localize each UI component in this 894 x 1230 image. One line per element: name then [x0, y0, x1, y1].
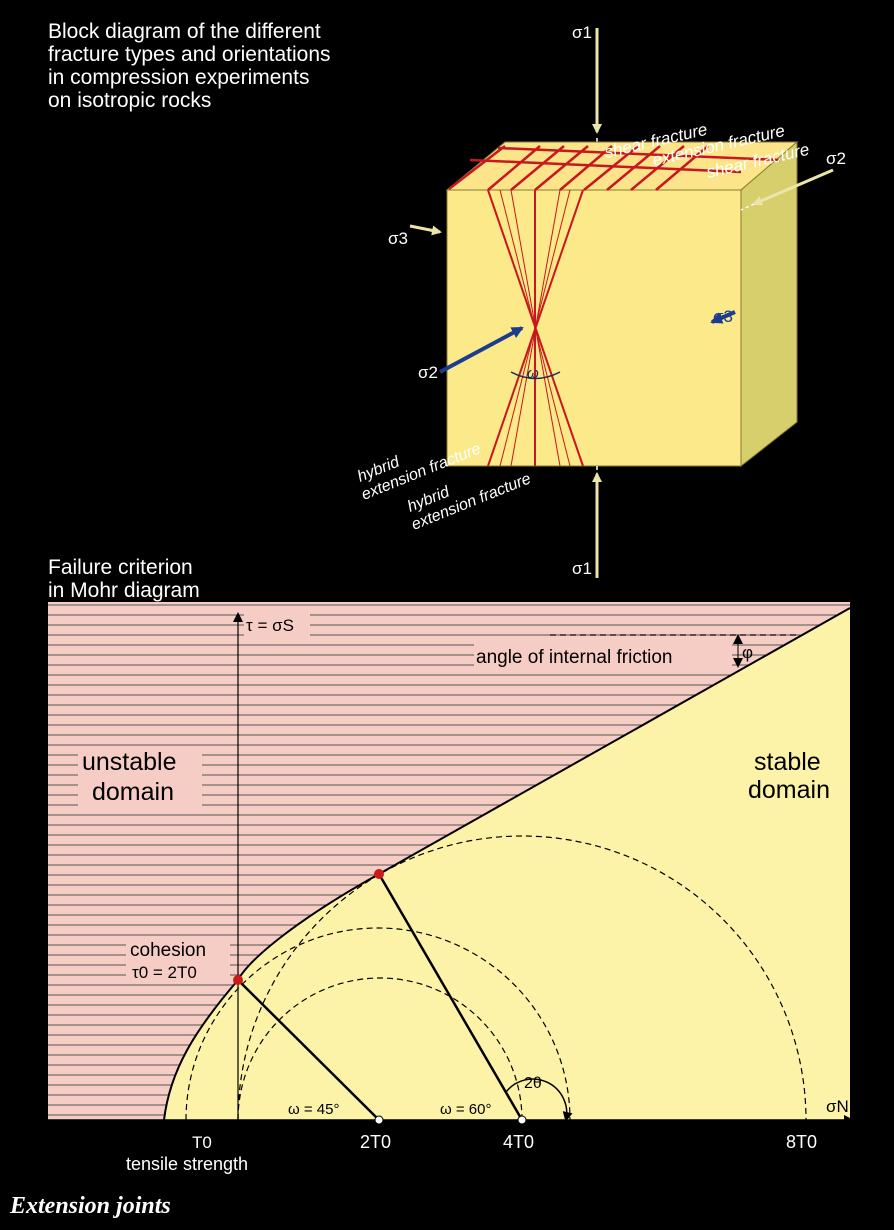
- block-title-line-2: fracture types and orientations: [48, 43, 331, 66]
- top-fracture-traces: [487, 145, 709, 191]
- mohr-title: Failure criterion in Mohr diagram: [48, 556, 308, 602]
- sigma1-bottom-label: σ1: [572, 559, 592, 578]
- unstable-label-1: unstable: [82, 748, 177, 776]
- omega-label: ω: [527, 365, 539, 382]
- sigma1-top-label: σ1: [572, 23, 592, 42]
- cohesion-label-1: cohesion: [130, 940, 206, 961]
- block-title-line-4: on isotropic rocks: [48, 89, 212, 112]
- tick-label-4t0: 4T0: [503, 1132, 534, 1152]
- unstable-label-bg: [78, 748, 202, 806]
- stable-label-1: stable: [754, 748, 821, 776]
- unstable-domain-fill: [48, 602, 850, 1120]
- top-fracture-cross: [448, 145, 781, 190]
- sigma3-right-label: σ3: [713, 307, 733, 326]
- caption: Extension joints: [10, 1193, 171, 1219]
- t0-label: T0: [192, 1133, 212, 1152]
- center-point-4t0: [517, 1115, 527, 1125]
- block-title-line-3: in compression experiments: [48, 66, 310, 89]
- sigma3-right-arrow: [710, 310, 736, 324]
- tick-label-2t0: 2T0: [360, 1132, 391, 1152]
- front-hybrid-lines: [499, 189, 571, 467]
- sigma2-blue-arrow: [439, 326, 524, 374]
- phi-label: φ: [742, 643, 753, 662]
- cohesion-label-bg: [126, 938, 230, 984]
- cohesion-point: [233, 975, 243, 985]
- block-title-line-1: Block diagram of the different: [48, 20, 321, 43]
- sigma2-right-arrow: [752, 168, 834, 206]
- sigma2-axis-right: [740, 203, 755, 211]
- friction-label-bg: [474, 644, 732, 668]
- cohesion-label-2: τ0 = 2T0: [132, 963, 197, 982]
- tau-label-bg: [244, 614, 310, 636]
- block-diagram: ω σ1 σ1 σ2 σ2 σ3 σ3 shear fracture exten…: [355, 23, 846, 578]
- sigma-n-label: σN: [826, 1097, 849, 1116]
- tau-axis-label: τ = σS: [246, 616, 294, 635]
- mohr-circle-small: [237, 977, 523, 1120]
- mohr-title-line-1: Failure criterion: [48, 556, 193, 579]
- mohr-circle-mid: [185, 927, 571, 1120]
- friction-label: angle of internal friction: [476, 647, 672, 668]
- sigma3-left-label: σ3: [388, 229, 408, 248]
- cube-front-face: [446, 189, 742, 467]
- mohr-title-line-2: in Mohr diagram: [48, 579, 200, 602]
- tensile-strength-label: tensile strength: [126, 1154, 248, 1174]
- center-point-2t0: [374, 1115, 384, 1125]
- omega-arc: [510, 371, 561, 380]
- tangent-point-60: [374, 869, 384, 879]
- mohr-diagram: τ = σS angle of internal friction φ unst…: [48, 602, 854, 1180]
- stable-label-2: domain: [748, 776, 830, 804]
- radius-line-60: [377, 873, 524, 1121]
- omega60-label: ω = 60°: [440, 1101, 492, 1118]
- two-theta-arc: [505, 1078, 573, 1122]
- omega45-label: ω = 45°: [288, 1101, 340, 1118]
- tick-label-8t0: 8T0: [786, 1132, 817, 1152]
- sigma3-left-arrow: [409, 224, 442, 236]
- sigma2-right-label: σ2: [826, 149, 846, 168]
- block-diagram-title: Block diagram of the different fracture …: [48, 20, 408, 112]
- two-theta-label: 2θ: [524, 1075, 542, 1092]
- radius-line-45: [237, 979, 380, 1121]
- unstable-label-2: domain: [92, 778, 174, 806]
- sigma2-left-label: σ2: [418, 363, 438, 382]
- mohr-circle-large: [237, 835, 807, 1120]
